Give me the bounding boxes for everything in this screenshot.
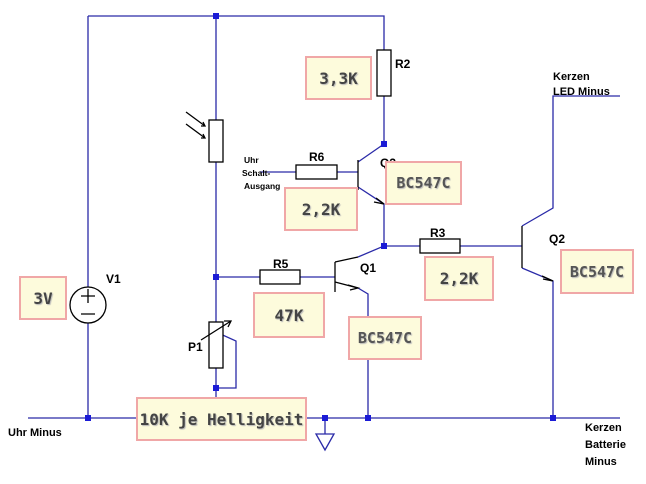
- transistor-q2: [521, 226, 554, 282]
- uhr-schalt-label-1: Uhr: [244, 155, 259, 165]
- uhr-schalt-label-2: Schalt-: [242, 168, 271, 178]
- ground-symbol: [314, 433, 336, 452]
- resistor-r5: [259, 269, 301, 285]
- light-dependent-resistor: [185, 111, 224, 163]
- note-r6-value: 2,2K: [284, 187, 358, 231]
- note-v1-value: 3V: [19, 276, 67, 320]
- uhr-schalt-label-3: Ausgang: [244, 181, 280, 191]
- r3-label: R3: [430, 226, 446, 240]
- r2-label: R2: [395, 57, 411, 71]
- q1-label: Q1: [360, 261, 376, 275]
- note-r2-value: 3,3K: [305, 56, 372, 100]
- kerzen-led-label-2: LED Minus: [553, 86, 610, 98]
- transistor-q3: [357, 160, 385, 205]
- resistor-r2: [376, 49, 392, 97]
- kerzen-batterie-label-2: Batterie: [585, 439, 626, 451]
- kerzen-led-label-1: Kerzen: [553, 71, 590, 83]
- kerzen-batterie-label-1: Kerzen: [585, 422, 622, 434]
- resistor-r3: [419, 238, 461, 254]
- p1-label: P1: [188, 340, 203, 354]
- note-q3-part: BC547C: [385, 161, 462, 205]
- r6-label: R6: [309, 150, 325, 164]
- note-p1-value: 10K je Helligkeit: [136, 397, 307, 441]
- note-r3-value: 2,2K: [424, 256, 494, 301]
- kerzen-batterie-label-3: Minus: [585, 456, 617, 468]
- transistor-q1: [334, 256, 361, 292]
- voltage-source-v1: [69, 286, 107, 324]
- uhr-minus-label: Uhr Minus: [8, 427, 62, 439]
- q2-label: Q2: [549, 232, 565, 246]
- note-q1-part: BC547C: [348, 316, 422, 360]
- potentiometer-p1: [200, 320, 233, 369]
- note-q2-part: BC547C: [560, 249, 634, 294]
- resistor-r6: [295, 164, 338, 180]
- note-r5-value: 47K: [253, 292, 325, 338]
- v1-label: V1: [106, 272, 121, 286]
- r5-label: R5: [273, 257, 289, 271]
